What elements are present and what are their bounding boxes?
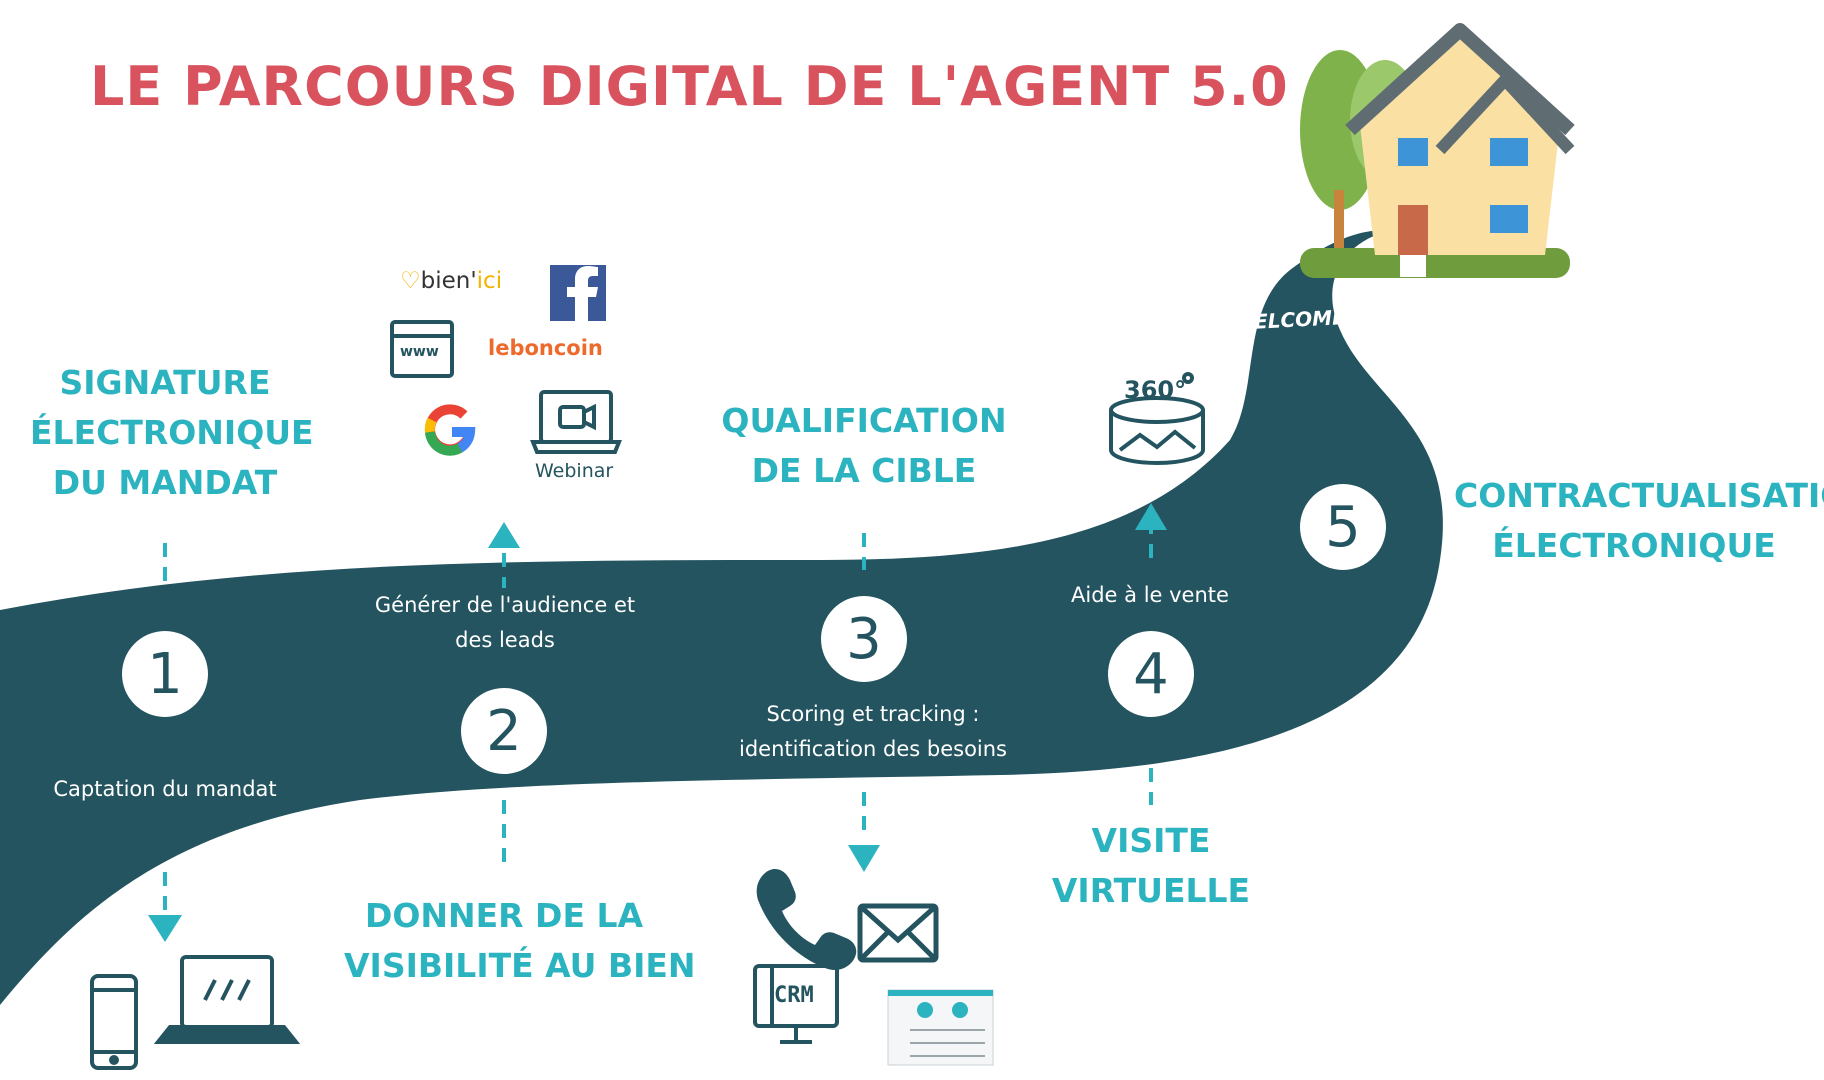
step-1-number: 1 <box>122 631 208 717</box>
step-1-heading-line-1: SIGNATURE <box>59 363 271 402</box>
step-3-heading-line-1: QUALIFICATION <box>721 401 1007 440</box>
vr-360-label: 360° <box>1124 376 1187 404</box>
arrow-icon <box>148 915 182 942</box>
step-2-number: 2 <box>461 688 547 774</box>
webinar-label: Webinar <box>535 460 614 482</box>
step-1-heading-line-2: ÉLECTRONIQUE <box>30 413 314 452</box>
phone-icon <box>90 974 138 1070</box>
step-3-number: 3 <box>821 596 907 682</box>
laptop-icon <box>153 955 301 1044</box>
step-2-caption: Générer de l'audience et des leads <box>360 588 650 658</box>
step-5-heading: CONTRACTUALISATION ÉLECTRONIQUE <box>1454 471 1824 571</box>
arrow-icon <box>488 522 520 548</box>
facebook-icon <box>550 265 606 321</box>
step-3-caption-line-1: Scoring et tracking : <box>766 702 980 726</box>
www-label: www <box>400 344 439 360</box>
leboncoin-logo: leboncoin <box>488 336 603 360</box>
step-1-caption: Captation du mandat <box>40 772 290 807</box>
bienici-logo-main: bien' <box>420 268 477 294</box>
step-2-caption-line-1: Générer de l'audience et <box>374 593 636 617</box>
step-5-heading-line-1: CONTRACTUALISATION <box>1454 476 1824 515</box>
step-2-heading: DONNER DE LA VISIBILITÉ AU BIEN <box>344 891 696 991</box>
step-1-heading-line-3: DU MANDAT <box>52 463 278 502</box>
house-icon <box>1300 23 1575 278</box>
step-2-caption-line-2: des leads <box>455 628 555 652</box>
step-1-caption-line-1: Captation du mandat <box>53 777 277 801</box>
envelope-icon <box>857 903 939 963</box>
step-4-heading: VISITE VIRTUELLE <box>1041 816 1261 916</box>
step-1-heading: SIGNATURE ÉLECTRONIQUE DU MANDAT <box>30 358 314 508</box>
page-title: LE PARCOURS DIGITAL DE L'AGENT 5.0 <box>90 55 1289 118</box>
crm-label: CRM <box>774 983 814 1008</box>
crm-icon <box>753 964 839 1044</box>
arrow-icon <box>1135 503 1167 530</box>
bienici-logo: ♡bien'ici <box>400 268 502 294</box>
step-3-caption: Scoring et tracking : identification des… <box>718 697 1028 767</box>
browser-icon <box>390 320 454 378</box>
step-5-heading-line-2: ÉLECTRONIQUE <box>1492 526 1776 565</box>
road <box>0 230 1443 1005</box>
step-2-heading-line-1: DONNER DE LA <box>364 896 644 935</box>
arrow-icon <box>848 845 880 872</box>
step-5-number: 5 <box>1300 484 1386 570</box>
step-4-caption-line-1: Aide à le vente <box>1071 583 1229 607</box>
step-4-caption: Aide à le vente <box>1040 578 1260 613</box>
step-3-heading: QUALIFICATION DE LA CIBLE <box>714 396 1014 496</box>
google-icon <box>424 404 476 456</box>
heart-icon: ♡ <box>400 268 421 294</box>
step-4-heading-line-2: VIRTUELLE <box>1051 871 1251 910</box>
step-4-number: 4 <box>1108 631 1194 717</box>
step-3-caption-line-2: identification des besoins <box>739 737 1007 761</box>
vr-360-icon <box>1109 372 1205 466</box>
step-4-heading-line-1: VISITE <box>1091 821 1211 860</box>
step-3-heading-line-2: DE LA CIBLE <box>751 451 977 490</box>
webinar-icon <box>530 390 622 454</box>
telephone-icon <box>756 869 857 970</box>
step-2-heading-line-2: VISIBILITÉ AU BIEN <box>344 946 696 985</box>
bienici-logo-accent: ici <box>476 268 503 294</box>
dashboard-icon <box>887 989 994 1066</box>
